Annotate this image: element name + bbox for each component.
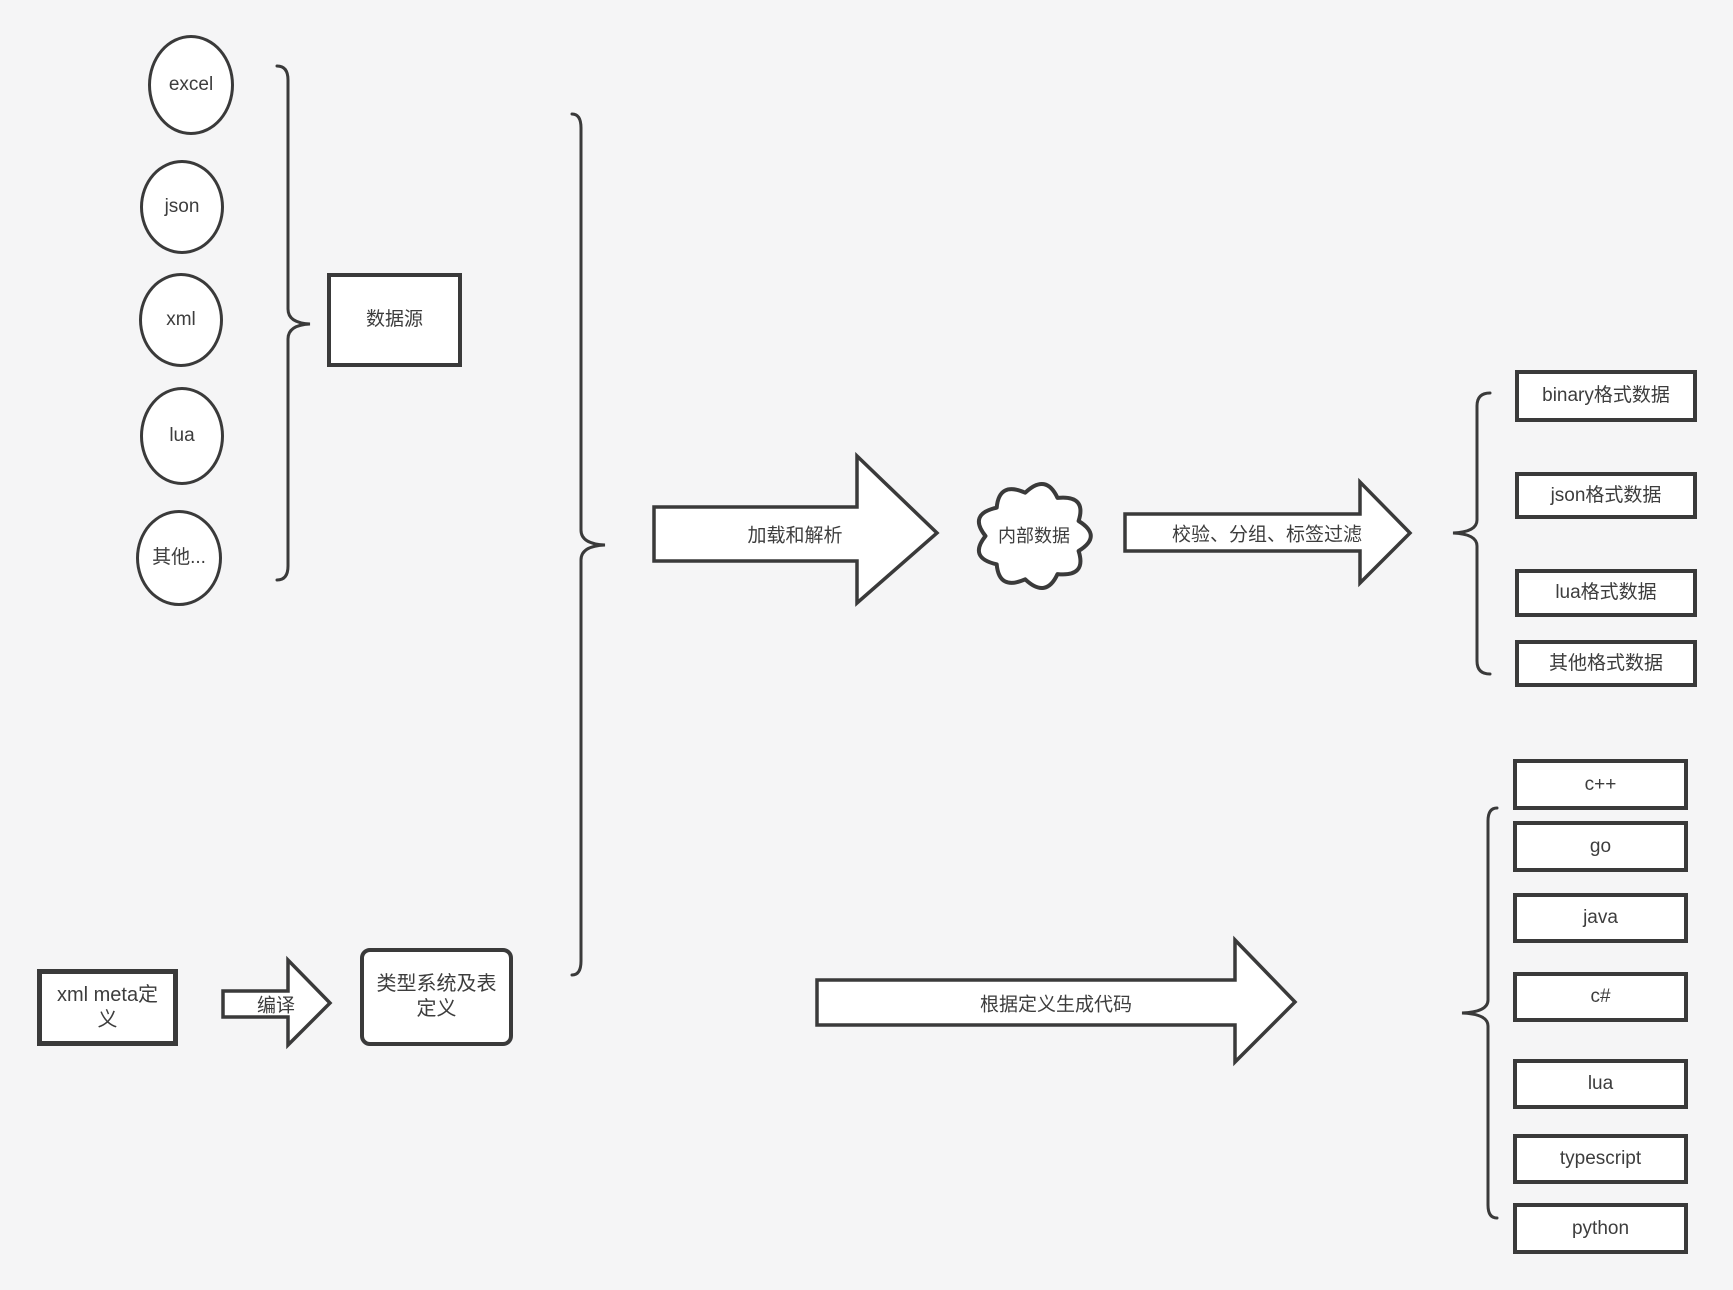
internal-data-label: 内部数据 (998, 526, 1070, 546)
internal-data-cloud-shape (976, 482, 1093, 590)
compile-arrow-label: 编译 (256, 995, 296, 1017)
compile-arrow (221, 955, 333, 1050)
source-node-excel: excel (148, 35, 234, 135)
load-parse-arrow (652, 451, 940, 607)
xml-meta-definition-box: xml meta定义 (37, 969, 178, 1046)
language-box-lua: lua (1513, 1059, 1688, 1109)
generate-code-arrow-label: 根据定义生成代码 (979, 994, 1133, 1016)
source-node-json: json (140, 160, 224, 254)
generate-code-arrow (815, 935, 1298, 1067)
source-node-lua: lua (140, 387, 224, 485)
format-box-other: 其他格式数据 (1515, 640, 1697, 687)
format-box-binary: binary格式数据 (1515, 370, 1697, 422)
language-box-python: python (1513, 1203, 1688, 1254)
filter-arrow-label: 校验、分组、标签过滤 (1171, 524, 1363, 546)
type-system-definition-box: 类型系统及表定义 (360, 948, 513, 1046)
sources-group-brace (275, 64, 311, 582)
language-box-go: go (1513, 821, 1688, 872)
source-node-xml: xml (139, 273, 223, 367)
filter-arrow (1123, 477, 1413, 588)
source-node-other: 其他... (136, 510, 222, 606)
load-parse-arrow-label: 加载和解析 (747, 525, 843, 547)
language-box-typescript: typescript (1513, 1134, 1688, 1184)
format-box-json: json格式数据 (1515, 472, 1697, 519)
format-outputs-brace (1452, 391, 1492, 676)
language-outputs-brace (1461, 806, 1499, 1220)
language-box-java: java (1513, 893, 1688, 943)
pipeline-input-brace (570, 112, 606, 977)
language-box-csharp: c# (1513, 972, 1688, 1022)
language-box-cpp: c++ (1513, 759, 1688, 810)
data-source-box: 数据源 (327, 273, 462, 367)
format-box-lua: lua格式数据 (1515, 569, 1697, 617)
